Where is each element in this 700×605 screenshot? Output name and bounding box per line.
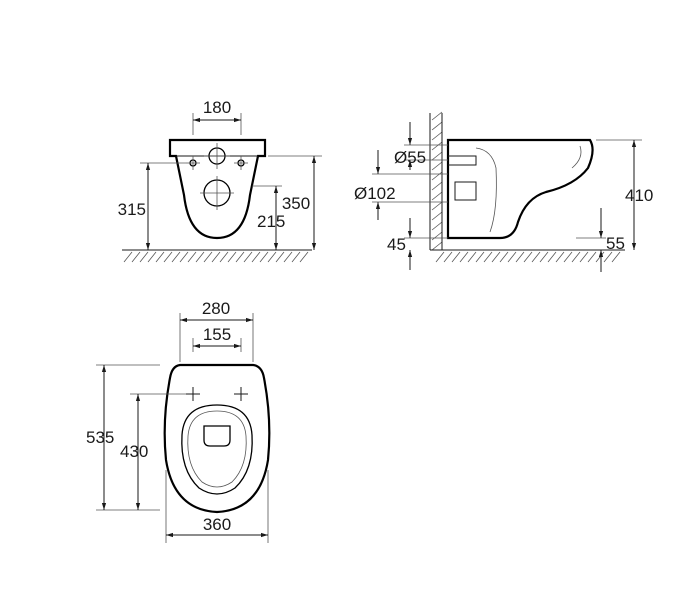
top-inlet (203, 425, 231, 447)
dim-top-outer-width: 280 (202, 299, 230, 318)
dim-side-outlet-height: 45 (387, 235, 406, 254)
side-wall (429, 111, 443, 251)
dim-top-inner-length: 430 (120, 442, 148, 461)
dim-top-total-length: 535 (86, 428, 114, 447)
side-floor (430, 249, 625, 263)
dim-side-outlet-diameter: Ø102 (354, 184, 396, 203)
dim-front-right-height: 350 (282, 194, 310, 213)
front-floor (122, 249, 312, 263)
dim-top-bowl-width: 360 (203, 515, 231, 534)
top-inner-bowl (181, 404, 253, 495)
dim-side-inlet-diameter: Ø55 (394, 148, 426, 167)
dim-front-width: 180 (203, 98, 231, 117)
dim-top-hole-spacing: 155 (203, 325, 231, 344)
front-left-bolt (186, 156, 200, 170)
dim-side-total-height: 410 (625, 186, 653, 205)
side-bowl-outline (446, 138, 594, 240)
front-bowl-outline (168, 138, 267, 240)
front-right-bolt (234, 156, 248, 170)
side-view: Ø55 Ø102 45 410 55 (354, 111, 653, 272)
front-view: 180 315 350 215 (118, 98, 322, 263)
dim-front-inner-height: 215 (257, 212, 285, 231)
top-left-bolt (186, 387, 200, 401)
top-view: 280 155 535 430 360 (86, 299, 271, 543)
dim-front-left-height: 315 (118, 200, 146, 219)
top-right-bolt (234, 387, 248, 401)
top-bowl-outline (163, 363, 271, 514)
dim-side-bottom-offset: 55 (606, 234, 625, 253)
